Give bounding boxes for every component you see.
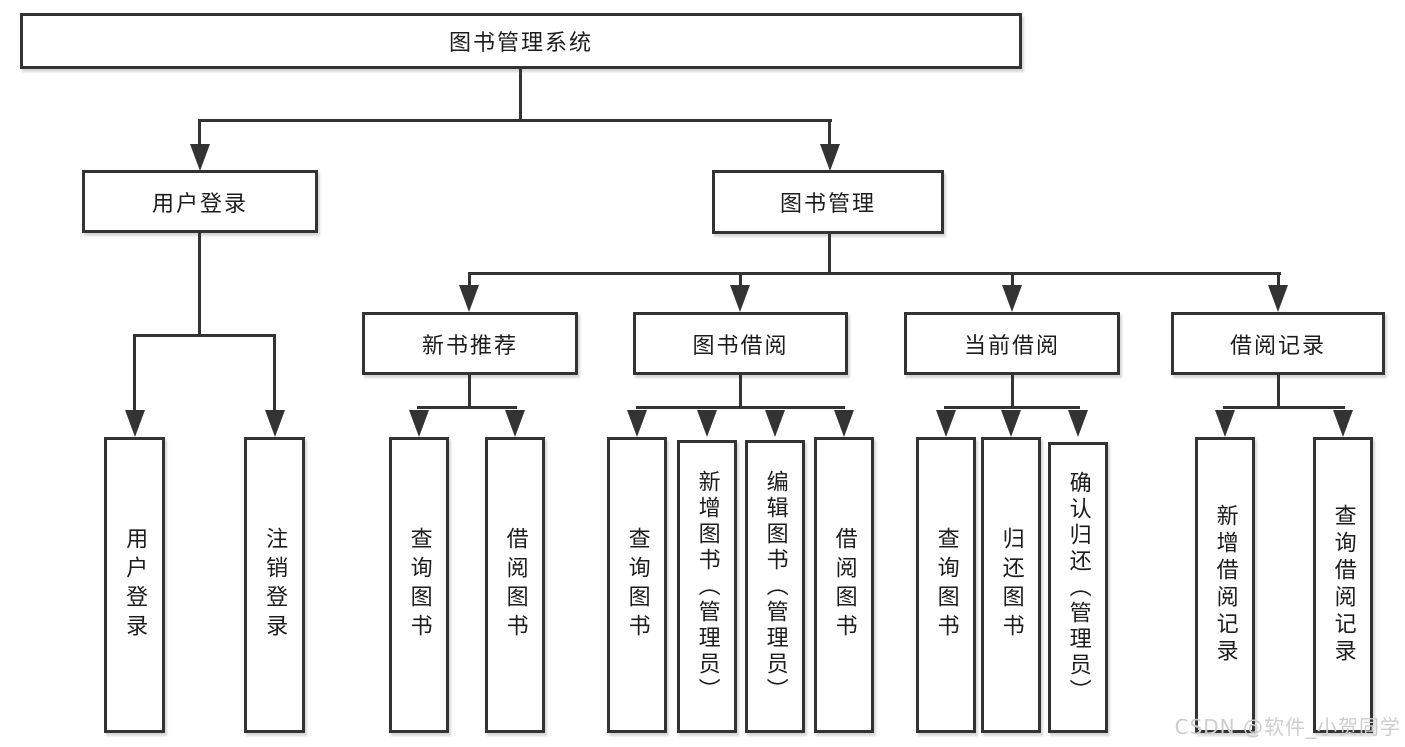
node-book-management-label: 图书管理 xyxy=(779,192,876,217)
node-new-book-recommend-label: 新书推荐 xyxy=(421,333,518,359)
node-current-borrow-label: 当前借阅 xyxy=(963,333,1060,359)
leaf-records-query-record-label: 查询借阅记录 xyxy=(1330,504,1356,666)
leaf-bookborrow-borrow-books-label: 借阅图书 xyxy=(831,527,857,643)
arrowhead-user-login xyxy=(190,144,210,171)
connector-currentborrow-horizontal xyxy=(944,406,1080,409)
leaf-current-query-books: 查询图书 xyxy=(916,437,976,733)
connector-records-horizontal xyxy=(1223,406,1345,409)
connector-bookborrow-trunk xyxy=(739,375,742,408)
connector-book-management-trunk xyxy=(828,234,831,275)
leaf-bookborrow-borrow-books: 借阅图书 xyxy=(814,437,874,733)
leaf-bookborrow-add-books-admin-label: 新增图书（管理员） xyxy=(694,469,720,704)
leaf-current-confirm-return-admin-label: 确认归还（管理员） xyxy=(1065,470,1091,705)
node-book-borrow: 图书借阅 xyxy=(633,312,848,375)
arrowhead-borrow-records xyxy=(1268,285,1288,312)
node-library-management-system: 图书管理系统 xyxy=(20,13,1022,69)
leaf-records-add-record: 新增借阅记录 xyxy=(1195,437,1255,733)
arrowhead-bookborrow-borrow xyxy=(834,410,854,437)
leaf-newrec-borrow-books-label: 借阅图书 xyxy=(502,527,528,643)
leaf-newrec-query-books-label: 查询图书 xyxy=(406,527,432,643)
node-current-borrow: 当前借阅 xyxy=(904,312,1120,375)
leaf-current-confirm-return-admin: 确认归还（管理员） xyxy=(1048,442,1108,733)
leaf-bookborrow-edit-books-admin-label: 编辑图书（管理员） xyxy=(762,469,788,704)
node-user-login-label: 用户登录 xyxy=(151,191,248,217)
leaf-current-return-books: 归还图书 xyxy=(981,437,1041,733)
connector-bookborrow-horizontal xyxy=(636,406,845,409)
arrowhead-leaf-logout xyxy=(265,410,285,437)
leaf-user-login-label: 用户登录 xyxy=(122,527,148,643)
arrowhead-book-borrow xyxy=(730,285,750,312)
node-root-label: 图书管理系统 xyxy=(448,31,593,56)
arrowhead-bookborrow-query xyxy=(627,410,647,437)
leaf-bookborrow-edit-books-admin: 编辑图书（管理员） xyxy=(745,440,805,733)
leaf-user-login: 用户登录 xyxy=(104,437,165,733)
connector-newrec-horizontal xyxy=(417,406,517,409)
node-book-borrow-label: 图书借阅 xyxy=(692,333,789,359)
arrowhead-currentborrow-return xyxy=(1001,410,1021,437)
arrowhead-currentborrow-query xyxy=(936,410,956,437)
node-new-book-recommend: 新书推荐 xyxy=(362,312,578,375)
connector-level3-horizontal xyxy=(468,272,1281,275)
leaf-logout-login: 注销登录 xyxy=(244,437,305,733)
connector-stem-book-borrow xyxy=(739,272,742,287)
arrowhead-new-book-rec xyxy=(459,285,479,312)
arrowhead-newrec-query xyxy=(409,410,429,437)
node-borrow-records-label: 借阅记录 xyxy=(1229,333,1326,359)
connector-stem-current-borrow xyxy=(1011,272,1014,287)
node-user-login: 用户登录 xyxy=(82,170,318,233)
connector-currentborrow-trunk xyxy=(1011,375,1014,408)
leaf-current-return-books-label: 归还图书 xyxy=(998,527,1024,643)
connector-stem-user-login xyxy=(198,119,201,147)
connector-stem-book-management xyxy=(828,119,831,147)
leaf-records-add-record-label: 新增借阅记录 xyxy=(1212,504,1238,666)
connector-newrec-trunk xyxy=(468,375,471,408)
arrowhead-newrec-borrow xyxy=(505,410,525,437)
arrowhead-records-query xyxy=(1333,410,1353,437)
connector-stem-leaf-logout xyxy=(273,334,276,412)
leaf-records-query-record: 查询借阅记录 xyxy=(1313,437,1373,733)
leaf-newrec-query-books: 查询图书 xyxy=(389,437,449,733)
arrowhead-currentborrow-confirm xyxy=(1068,410,1088,437)
arrowhead-bookborrow-add xyxy=(697,410,717,437)
arrowhead-bookborrow-edit xyxy=(765,410,785,437)
connector-stem-new-book-rec xyxy=(468,272,471,287)
leaf-logout-login-label: 注销登录 xyxy=(262,527,288,643)
connector-level1-horizontal xyxy=(198,119,832,122)
leaf-bookborrow-query-books-label: 查询图书 xyxy=(624,527,650,643)
node-borrow-records: 借阅记录 xyxy=(1171,312,1385,375)
arrowhead-records-add xyxy=(1215,410,1235,437)
connector-stem-borrow-records xyxy=(1277,272,1280,287)
connector-user-login-horizontal xyxy=(133,334,276,337)
arrowhead-book-management xyxy=(820,144,840,171)
leaf-bookborrow-add-books-admin: 新增图书（管理员） xyxy=(677,440,737,733)
connector-user-login-trunk xyxy=(198,233,201,336)
leaf-current-query-books-label: 查询图书 xyxy=(933,527,959,643)
connector-root-trunk xyxy=(519,69,522,120)
node-book-management: 图书管理 xyxy=(712,170,944,234)
connector-records-trunk xyxy=(1277,375,1280,408)
arrowhead-current-borrow xyxy=(1002,285,1022,312)
leaf-newrec-borrow-books: 借阅图书 xyxy=(485,437,545,733)
arrowhead-leaf-user-login xyxy=(125,410,145,437)
leaf-bookborrow-query-books: 查询图书 xyxy=(607,437,667,733)
connector-stem-leaf-user-login xyxy=(133,334,136,412)
csdn-watermark: CSDN @软件_小贺同学 xyxy=(1174,715,1401,739)
